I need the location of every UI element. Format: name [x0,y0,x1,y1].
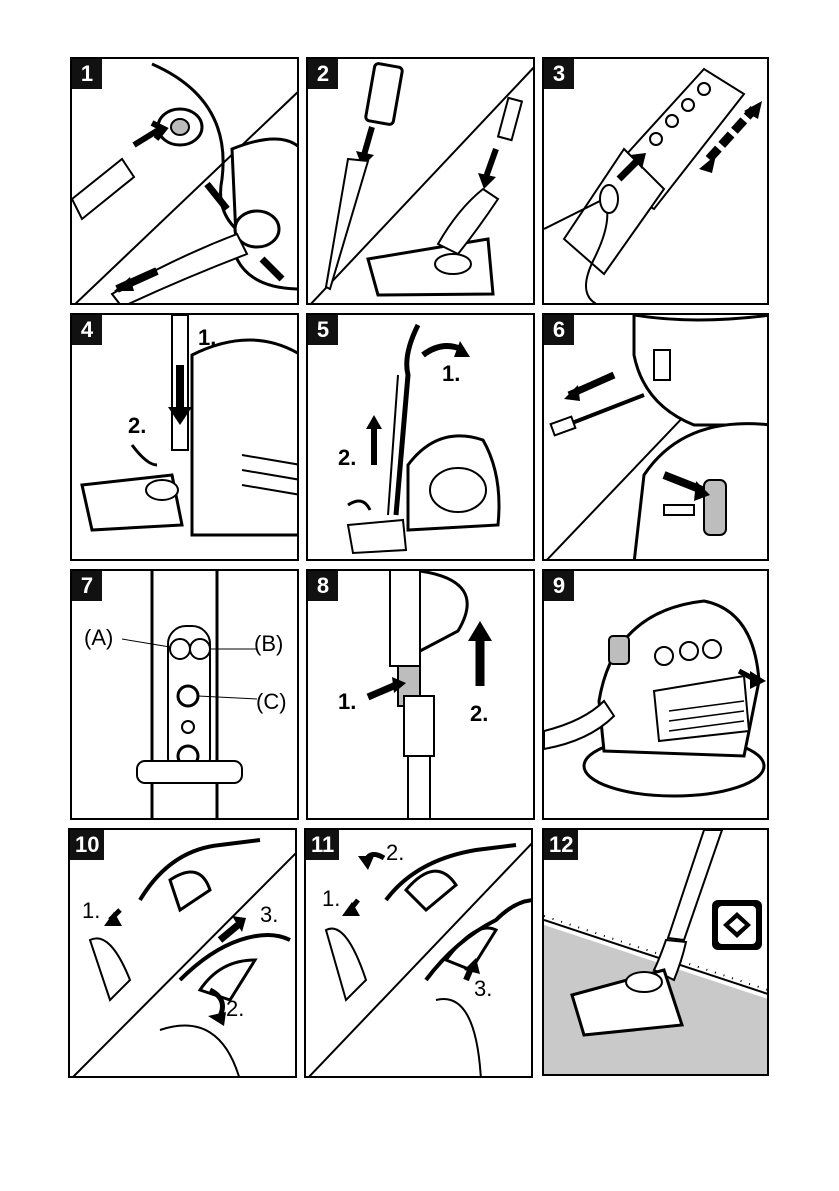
panel-number: 4 [72,315,102,345]
callout-label-a: (A) [84,625,114,650]
panel-7: 7 (A) (B) (C) [70,569,299,820]
tube-release-illustration [366,571,492,818]
panel-8: 8 1. 2. [306,569,535,820]
panel-number: 11 [306,830,340,860]
panel-5: 5 1. 2. [306,313,535,561]
panel-3: 3 [542,57,769,305]
panel-number: 7 [72,571,102,601]
vacuum-assembled-illustration [346,323,501,555]
callout-step-2: 2. [226,996,245,1021]
filter-access-illustration [544,599,766,798]
callout-step-1: 1. [322,886,341,911]
telescopic-tube-illustration [544,67,762,303]
attach-floor-nozzle-illustration [80,315,297,537]
panel-12: 12 [542,828,769,1076]
tube-assembly-illustration [310,62,533,303]
handle-unpark-illustration [308,842,531,1076]
panel-10: 10 1. 3. 2. [68,828,297,1078]
floor-mode-icon [712,900,762,950]
panel-2: 2 [306,57,535,305]
panel-6: 6 [542,313,769,561]
panel-number: 1 [72,59,102,89]
callout-step-2: 2. [470,701,489,726]
callout-step-2: 2. [386,840,405,865]
panel-number: 12 [544,830,579,860]
callout-step-1: 1. [82,898,101,923]
panel-number: 10 [70,830,105,860]
panel-number: 6 [544,315,574,345]
callout-step-1: 1. [198,325,217,350]
floor-cleaning-illustration [544,830,767,1074]
power-cord-illustration [546,315,767,559]
panel-9: 9 [542,569,769,820]
panel-number: 5 [308,315,338,345]
panel-4: 4 1. 2. [70,313,299,561]
callout-step-3: 3. [260,902,279,927]
callout-step-2: 2. [338,445,357,470]
panel-11: 11 2. 1. 3. [304,828,533,1078]
callout-label-c: (C) [256,689,287,714]
callout-step-2: 2. [128,413,147,438]
callout-step-3: 3. [474,976,493,1001]
panel-number: 8 [308,571,338,601]
panel-number: 3 [544,59,574,89]
panel-number: 2 [308,59,338,89]
panel-number: 9 [544,571,574,601]
handle-controls-illustration [121,571,258,818]
callout-step-1: 1. [442,361,461,386]
panel-1: 1 [70,57,299,305]
hose-connect-illustration [72,62,297,303]
callout-label-b: (B) [254,631,284,656]
callout-step-1: 1. [338,689,357,714]
handle-park-illustration [72,838,295,1076]
